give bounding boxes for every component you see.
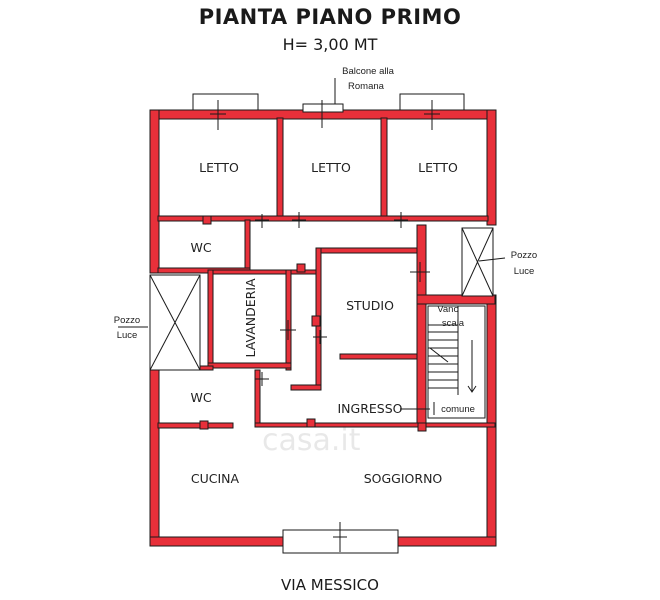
wall-left-lower [149,369,160,546]
wall-studio-bottom [339,353,419,360]
room-label-letto-1: LETTO [199,160,239,175]
wall-stair-left [416,224,427,426]
annotation-vano-1: Vano [437,304,458,315]
wall-bed2-bed3 [380,117,388,219]
annotation-pozzo-left-1: Pozzo [114,315,140,326]
wall-living-top-2 [254,422,496,428]
street-name: VIA MESSICO [281,576,379,594]
annotation-pozzo-right-1: Pozzo [511,250,537,261]
room-label-studio: STUDIO [346,298,394,313]
annotation-balcone-1: Balcone alla [342,66,394,77]
annotation-vano-2: scala [442,318,465,329]
room-label-ingresso: INGRESSO [337,401,402,416]
room-label-letto-2: LETTO [311,160,351,175]
room-label-lavanderia: LAVANDERIA [243,278,258,358]
annotation-pozzo-left-2: Luce [117,330,138,341]
wall-right-lower [486,294,497,546]
ceiling-height: H= 3,00 MT [282,35,378,54]
plan-title: PIANTA PIANO PRIMO [198,5,462,29]
wall-studio-top [317,247,424,254]
wall-stair-top [416,294,496,305]
wall-left-upper [149,109,160,274]
wall-bed1-bed2 [276,117,284,219]
room-label-soggiorno: SOGGIORNO [364,471,443,486]
staircase [427,305,486,419]
wall-lav-left [207,269,214,371]
annotation-balcone-2: Romana [348,81,385,92]
room-label-wc-top: WC [190,240,211,255]
wall-right-upper [486,109,497,226]
room-label-cucina: CUCINA [191,471,240,486]
room-label-letto-3: LETTO [418,160,458,175]
wall-wc-right [244,219,251,274]
balcony-center [302,103,344,113]
annotation-pozzo-right-2: Luce [514,266,535,277]
wall-living-top [157,422,234,429]
wall-lav-bottom [207,362,292,369]
wall-bedrooms-bottom [157,215,489,222]
balcony-left [192,93,259,111]
room-label-wc-bottom: WC [190,390,211,405]
watermark: casa.it [262,423,361,458]
wall-wc2-right [254,369,261,426]
annotation-comune: comune [441,404,475,415]
wall-corridor [290,384,322,391]
